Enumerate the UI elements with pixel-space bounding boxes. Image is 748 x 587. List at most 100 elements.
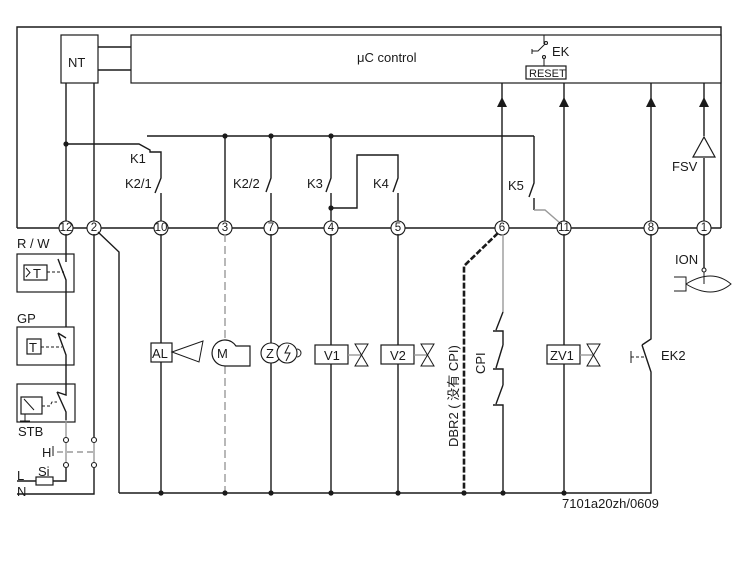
junction-dot [561,490,567,496]
terminal-2[interactable]: 2 [86,220,102,236]
k4-contact [331,154,399,222]
zv1-label: ZV1 [550,348,574,363]
h-contact-terminal [62,461,70,469]
svg-text:6: 6 [499,222,505,234]
stb-sensor-diagonal [23,398,35,411]
nt-power-supply-box [60,34,99,84]
gp-contact [57,332,67,380]
svg-text:1: 1 [701,222,707,234]
motor-m-icon [211,339,251,367]
terminal-8[interactable]: 8 [643,220,659,236]
h-contact-terminal [62,436,70,444]
rw-contact [57,234,67,290]
zv1-valve-icon [586,343,601,367]
k1-label: K1 [130,151,146,166]
cpi-label: CPI [473,352,488,374]
ion-label: ION [675,252,698,267]
terminal-11[interactable]: 11 [556,220,572,236]
h-label: H [42,445,51,460]
k2-1-contact [154,163,162,222]
outer-frame [16,26,722,228]
v2-label: V2 [390,348,406,363]
rw-t-label: T [33,266,41,281]
k5-to-11 [534,209,561,224]
terminal-7[interactable]: 7 [263,220,279,236]
svg-text:5: 5 [395,222,401,234]
svg-text:2: 2 [91,222,97,234]
junction-dot [328,490,334,496]
stb-contact [56,380,67,420]
alarm-horn-icon [170,340,204,363]
h-contact-terminal [90,461,98,469]
terminal-6[interactable]: 6 [494,220,510,236]
terminal-12[interactable]: 12 [58,220,74,236]
cpi-switches [493,311,504,493]
reset-button[interactable] [525,65,567,80]
stb-dash-link [42,401,57,407]
terminal-3[interactable]: 3 [217,220,233,236]
svg-text:11: 11 [558,222,570,234]
arrow-8-icon [646,97,656,107]
stb-ground [20,414,30,422]
fsv-label: FSV [672,159,698,174]
gp-box [16,326,75,366]
m-label: M [217,346,228,361]
svg-text:3: 3 [222,222,228,234]
stb-label: STB [18,424,43,439]
ek2-label: EK2 [661,348,686,363]
h-contact-terminal [90,436,98,444]
svg-text:4: 4 [328,222,335,234]
v1-valve-icon [354,343,369,367]
uc-control-label: μC control [357,50,417,65]
junction-dot [461,490,467,496]
wire-fuse-to-h [53,468,67,482]
wire-2-to-bus [97,231,120,493]
ignition-electrode [296,348,302,358]
terminal-1[interactable]: 1 [696,220,712,236]
z-label: Z [266,346,274,361]
terminal-10[interactable]: 10 [153,220,169,236]
reset-label: RESET [529,68,566,80]
neutral-bus [119,420,652,494]
ion-probe-terminal [701,267,707,273]
k5-contact [528,136,535,210]
k2-2-label: K2/2 [233,176,260,191]
flame-icon [685,275,732,293]
arrow-1-icon [699,97,709,107]
gp-label: GP [17,311,36,326]
gp-t-label: T [29,340,37,355]
svg-text:7: 7 [268,222,274,234]
drawing-number: 7101a20zh/0609 [562,496,659,511]
k3-label: K3 [307,176,323,191]
terminal-5[interactable]: 5 [390,220,406,236]
svg-text:12: 12 [60,222,73,234]
v1-label: V1 [324,348,340,363]
k4-label: K4 [373,176,389,191]
ek-button-icon [531,40,549,60]
al-label: AL [152,346,168,361]
junction-dot [268,490,274,496]
k2-2-contact [265,136,272,222]
nt-label: NT [68,55,85,70]
junction-dot [395,490,401,496]
wire-k1-feed [66,143,162,163]
ek-label: EK [552,44,570,59]
burner-bracket-icon [674,276,687,292]
k2-1-label: K2/1 [125,176,152,191]
junction-dot [500,490,506,496]
uc-control-box [130,34,722,84]
wire-n [17,468,95,495]
terminal-4[interactable]: 4 [323,220,339,236]
junction-dot [222,490,228,496]
rw-sensor-arrow-icon [25,267,31,278]
dbr2-label: DBR2 ( 没有 CPI) [446,345,461,447]
fsv-amplifier-icon [691,135,717,158]
si-label: Si [38,464,50,479]
l-label: L [17,468,24,483]
spark-icon [284,344,291,362]
arrow-11-icon [559,97,569,107]
rw-label: R / W [17,236,50,251]
arrow-6-icon [497,97,507,107]
svg-text:10: 10 [155,222,168,234]
junction-dot [158,490,164,496]
